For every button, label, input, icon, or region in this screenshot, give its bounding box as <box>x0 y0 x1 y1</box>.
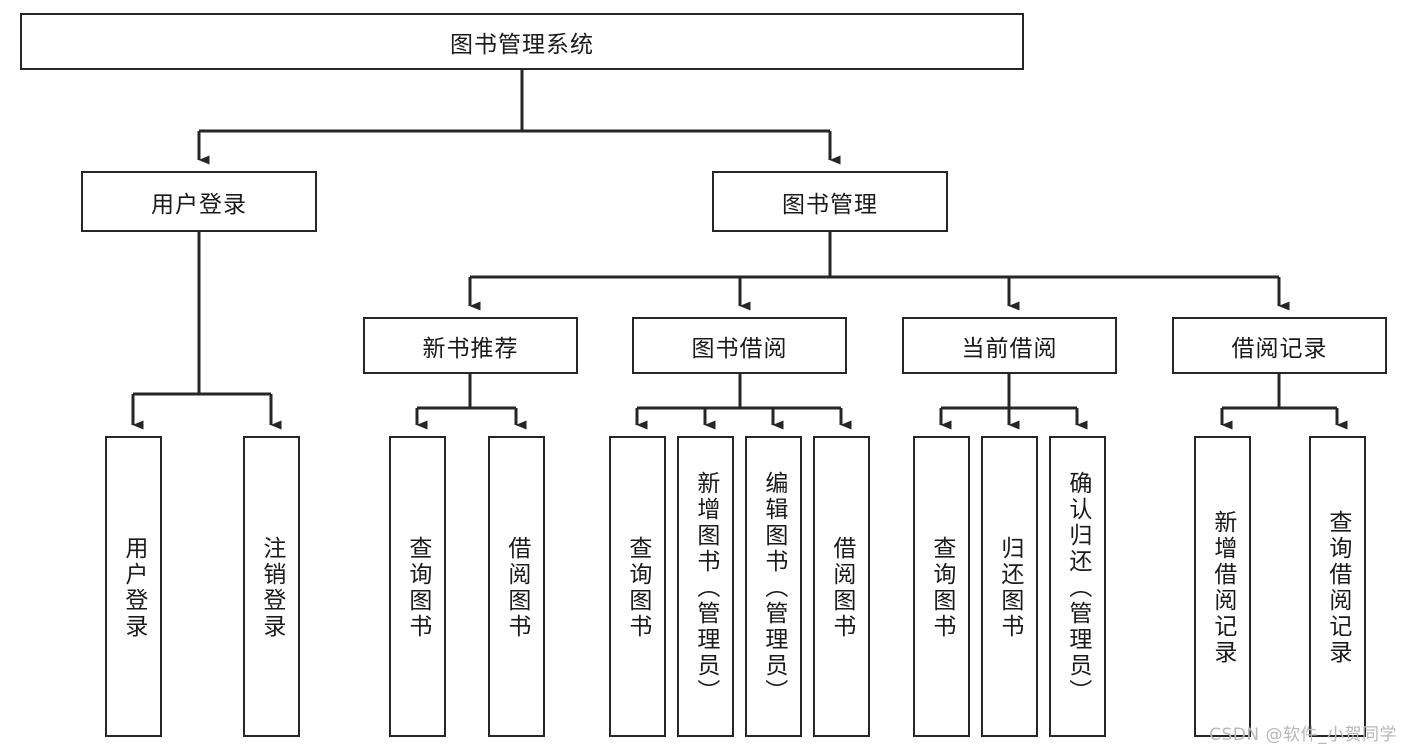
leaf-return-book[interactable]: 归还图书 <box>981 436 1038 737</box>
node-book-manage[interactable]: 图书管理 <box>712 171 948 232</box>
node-current-borrow[interactable]: 当前借阅 <box>902 317 1117 374</box>
node-label: 新增图书（管理员） <box>692 470 719 705</box>
node-label: 注销登录 <box>258 535 285 640</box>
node-borrow-record[interactable]: 借阅记录 <box>1172 317 1387 374</box>
leaf-borrow-book-a[interactable]: 借阅图书 <box>488 436 545 737</box>
node-label: 查询图书 <box>624 535 651 640</box>
node-label: 确认归还（管理员） <box>1064 470 1091 705</box>
leaf-logout[interactable]: 注销登录 <box>243 436 300 737</box>
leaf-query-book-c[interactable]: 查询图书 <box>913 436 970 737</box>
node-label: 借阅记录 <box>1231 335 1328 362</box>
node-label: 归还图书 <box>996 535 1023 640</box>
node-book-borrow[interactable]: 图书借阅 <box>632 317 847 374</box>
node-label: 查询图书 <box>404 535 431 640</box>
node-label: 借阅图书 <box>503 535 530 640</box>
leaf-user-login[interactable]: 用户登录 <box>105 436 162 737</box>
leaf-query-borrow-record[interactable]: 查询借阅记录 <box>1309 436 1366 737</box>
leaf-confirm-return[interactable]: 确认归还（管理员） <box>1049 436 1106 737</box>
node-user-login[interactable]: 用户登录 <box>81 171 317 232</box>
leaf-query-book-b[interactable]: 查询图书 <box>609 436 666 737</box>
node-label: 图书借阅 <box>691 335 788 362</box>
leaf-edit-book[interactable]: 编辑图书（管理员） <box>745 436 802 737</box>
node-label: 查询借阅记录 <box>1324 509 1351 666</box>
node-label: 用户登录 <box>151 191 247 218</box>
node-new-book-recommend[interactable]: 新书推荐 <box>363 317 578 374</box>
node-label: 查询图书 <box>928 535 955 640</box>
leaf-query-book-a[interactable]: 查询图书 <box>389 436 446 737</box>
node-label: 新书推荐 <box>422 335 519 362</box>
node-label: 图书管理 <box>782 191 878 218</box>
node-label: 当前借阅 <box>961 335 1058 362</box>
leaf-add-borrow-record[interactable]: 新增借阅记录 <box>1194 436 1251 737</box>
leaf-add-book[interactable]: 新增图书（管理员） <box>677 436 734 737</box>
node-label: 借阅图书 <box>828 535 855 640</box>
node-label: 用户登录 <box>120 535 147 640</box>
node-label: 图书管理系统 <box>450 31 594 58</box>
node-label: 编辑图书（管理员） <box>760 470 787 705</box>
leaf-borrow-book-b[interactable]: 借阅图书 <box>813 436 870 737</box>
node-root-system[interactable]: 图书管理系统 <box>20 13 1024 70</box>
node-label: 新增借阅记录 <box>1209 509 1236 666</box>
